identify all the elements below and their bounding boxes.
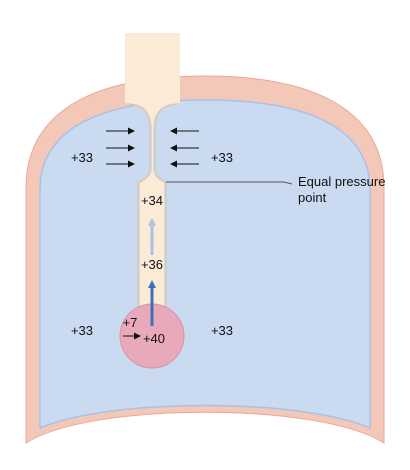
lower-left-pressure: +33	[71, 323, 93, 338]
alveolus-recoil-label: +7	[123, 315, 138, 330]
airway-top-pressure: +34	[141, 193, 163, 208]
trachea-upper	[125, 33, 180, 105]
upper-left-pressure: +33	[71, 150, 93, 165]
equal-pressure-callout-line2: point	[298, 190, 327, 205]
upper-right-pressure: +33	[211, 150, 233, 165]
airway-wall-right	[154, 103, 181, 318]
airway	[125, 100, 180, 318]
airway-wall-left	[124, 103, 151, 318]
lower-right-pressure: +33	[211, 323, 233, 338]
alveolus-pressure-label: +40	[143, 331, 165, 346]
equal-pressure-leader	[166, 181, 293, 185]
equal-pressure-callout-line1: Equal pressure	[298, 174, 385, 189]
airway-mid-pressure: +36	[141, 257, 163, 272]
